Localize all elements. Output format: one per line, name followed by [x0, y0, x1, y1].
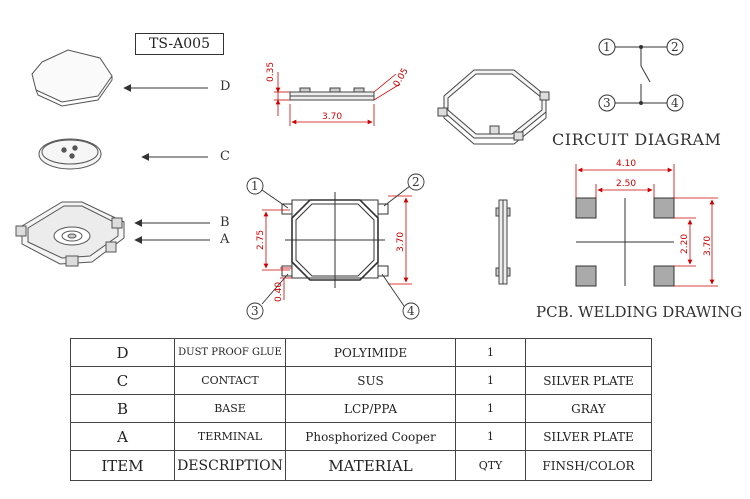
- top-view-dimensions: [262, 195, 412, 300]
- bom-header-material: MATERIAL: [285, 450, 456, 481]
- dim-pcb-inner-height: 2.20: [680, 233, 690, 254]
- dim-terminal-pitch: 0.40: [274, 281, 284, 302]
- label-c: C: [220, 149, 230, 164]
- part-b-a-base-terminal: [15, 201, 125, 267]
- bom-header-description: DESCRIPTION: [174, 450, 286, 481]
- bom-description: CONTACT: [174, 366, 286, 395]
- label-a: A: [220, 232, 230, 247]
- label-d: D: [220, 79, 231, 94]
- bom-description: TERMINAL: [174, 422, 286, 451]
- dim-pcb-outer-height: 3.70: [703, 235, 713, 256]
- label-b: B: [220, 215, 230, 230]
- top-view: [281, 192, 389, 288]
- callout-leaders: [246, 173, 425, 320]
- circuit-schematic: [598, 38, 684, 112]
- bom-header-finish: FINSH/COLOR: [525, 450, 652, 481]
- bom-header-row: ITEM DESCRIPTION MATERIAL QTY FINSH/COLO…: [70, 450, 652, 481]
- bom-description: BASE: [174, 394, 286, 423]
- bom-finish: GRAY: [525, 394, 652, 423]
- callout-3: 3: [251, 304, 259, 318]
- pcb-welding-title: PCB. WELDING DRAWING: [536, 303, 743, 321]
- part-c-contact-dome: [38, 138, 102, 170]
- bom-item: C: [70, 366, 175, 395]
- circuit-diagram-title: CIRCUIT DIAGRAM: [552, 130, 722, 149]
- bom-table: D DUST PROOF GLUE POLYIMIDE 1 C CONTACT …: [70, 338, 652, 481]
- dim-top-width: 3.70: [396, 231, 406, 252]
- circuit-pin-4: 4: [671, 96, 679, 110]
- bom-item: A: [70, 422, 175, 451]
- bom-description: DUST PROOF GLUE: [174, 338, 286, 367]
- isometric-view: [437, 69, 550, 145]
- circuit-pin-1: 1: [603, 40, 611, 54]
- edge-view: [495, 199, 511, 285]
- bom-material: Phosphorized Cooper: [285, 422, 456, 451]
- pcb-layout: [575, 197, 675, 287]
- dim-pcb-outer-width: 4.10: [616, 159, 637, 169]
- bom-header-item: ITEM: [70, 450, 175, 481]
- circuit-pin-2: 2: [671, 40, 679, 54]
- dim-side-thickness: 0.35: [266, 61, 276, 82]
- part-d-dust-cover: [31, 49, 113, 107]
- bom-row-c: C CONTACT SUS 1 SILVER PLATE: [70, 366, 652, 395]
- dim-top-inner-height: 2.75: [256, 229, 266, 250]
- bom-finish: SILVER PLATE: [525, 422, 652, 451]
- callout-4: 4: [407, 304, 415, 318]
- bom-item: D: [70, 338, 175, 367]
- bom-row-a: A TERMINAL Phosphorized Cooper 1 SILVER …: [70, 422, 652, 451]
- callout-1: 1: [251, 179, 259, 193]
- dim-pcb-inner-width: 2.50: [616, 179, 637, 189]
- bom-qty: 1: [455, 394, 526, 423]
- circuit-pin-3: 3: [603, 96, 611, 110]
- bom-material: POLYIMIDE: [285, 338, 456, 367]
- bom-qty: 1: [455, 338, 526, 367]
- bom-header-qty: QTY: [455, 450, 526, 481]
- side-view: [289, 87, 375, 101]
- bom-finish: SILVER PLATE: [525, 366, 652, 395]
- model-title-box: TS-A005: [135, 33, 224, 55]
- bom-qty: 1: [455, 366, 526, 395]
- model-number: TS-A005: [148, 36, 210, 52]
- bom-finish: [525, 338, 652, 367]
- bom-item: B: [70, 394, 175, 423]
- bom-material: SUS: [285, 366, 456, 395]
- side-view-dimensions: [274, 72, 401, 126]
- bom-qty: 1: [455, 422, 526, 451]
- callout-2: 2: [412, 175, 420, 189]
- bom-material: LCP/PPA: [285, 394, 456, 423]
- bom-row-b: B BASE LCP/PPA 1 GRAY: [70, 394, 652, 423]
- bom-row-d: D DUST PROOF GLUE POLYIMIDE 1: [70, 338, 652, 367]
- dim-side-width: 3.70: [322, 112, 343, 122]
- pcb-dimensions: [575, 164, 718, 287]
